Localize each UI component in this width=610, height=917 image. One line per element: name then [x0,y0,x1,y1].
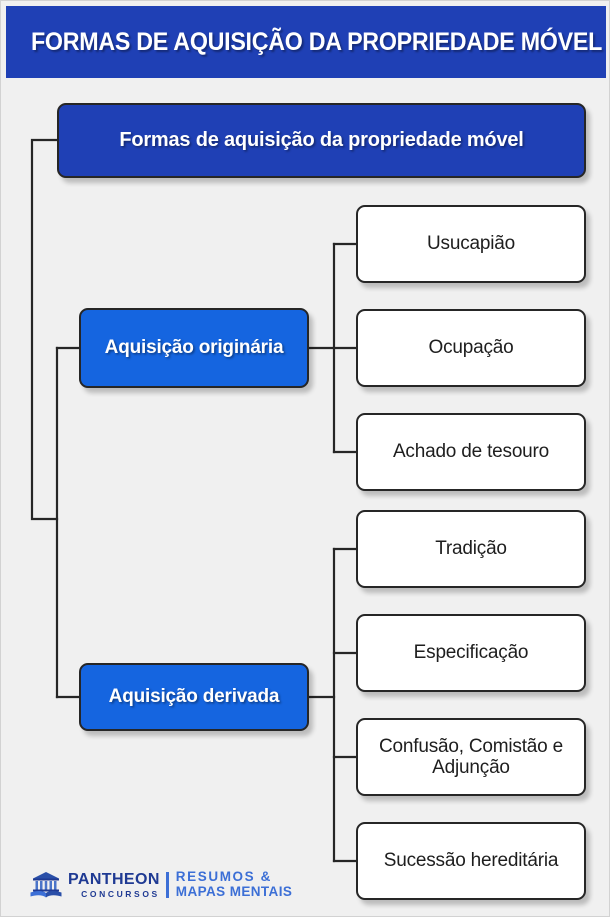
node-aquisicao-derivada-label: Aquisição derivada [108,686,280,708]
footer-logo: PANTHEON CONCURSOS RESUMOS & MAPAS MENTA… [29,868,292,902]
node-usucapiao[interactable]: Usucapião [356,205,586,283]
logo-tagline-line1: RESUMOS & [175,869,272,885]
node-achado-de-tesouro-label: Achado de tesouro [392,441,550,463]
logo-brand-block: PANTHEON CONCURSOS [68,870,160,899]
header-bar: FORMAS DE AQUISIÇÃO DA PROPRIEDADE MÓVEL [6,6,606,78]
logo-brand-subtitle: CONCURSOS [81,888,160,899]
root-connector [30,138,59,521]
node-confusao-comistao-adjuncao[interactable]: Confusão, Comistão e Adjunção [356,718,586,796]
logo-wordmark: PANTHEON CONCURSOS RESUMOS & MAPAS MENTA… [68,870,292,899]
logo-tagline-block: RESUMOS & MAPAS MENTAIS [176,870,292,899]
logo-tagline-line2: MAPAS MENTAIS [175,884,293,899]
node-ocupacao[interactable]: Ocupação [356,309,586,387]
logo-brand-name: PANTHEON [68,870,160,888]
node-aquisicao-derivada[interactable]: Aquisição derivada [79,663,309,731]
node-tradicao[interactable]: Tradição [356,510,586,588]
node-root-label: Formas de aquisição da propriedade móvel [119,129,524,152]
logo-divider [165,872,169,898]
node-sucessao-hereditaria[interactable]: Sucessão hereditária [356,822,586,900]
node-root[interactable]: Formas de aquisição da propriedade móvel [57,103,586,178]
node-aquisicao-originaria[interactable]: Aquisição originária [79,308,309,388]
node-sucessao-hereditaria-label: Sucessão hereditária [383,850,559,872]
node-especificacao-label: Especificação [413,642,529,664]
pantheon-building-book-icon [30,872,62,898]
node-especificacao[interactable]: Especificação [356,614,586,692]
node-achado-de-tesouro[interactable]: Achado de tesouro [356,413,586,491]
node-confusao-comistao-adjuncao-label: Confusão, Comistão e Adjunção [379,735,563,778]
node-ocupacao-label: Ocupação [428,337,514,359]
node-aquisicao-originaria-label: Aquisição originária [104,337,284,359]
node-tradicao-label: Tradição [435,538,507,560]
diagram-canvas: Formas de aquisição da propriedade móvel… [1,78,609,916]
page-title: FORMAS DE AQUISIÇÃO DA PROPRIEDADE MÓVEL [31,27,602,56]
node-usucapiao-label: Usucapião [427,233,515,255]
